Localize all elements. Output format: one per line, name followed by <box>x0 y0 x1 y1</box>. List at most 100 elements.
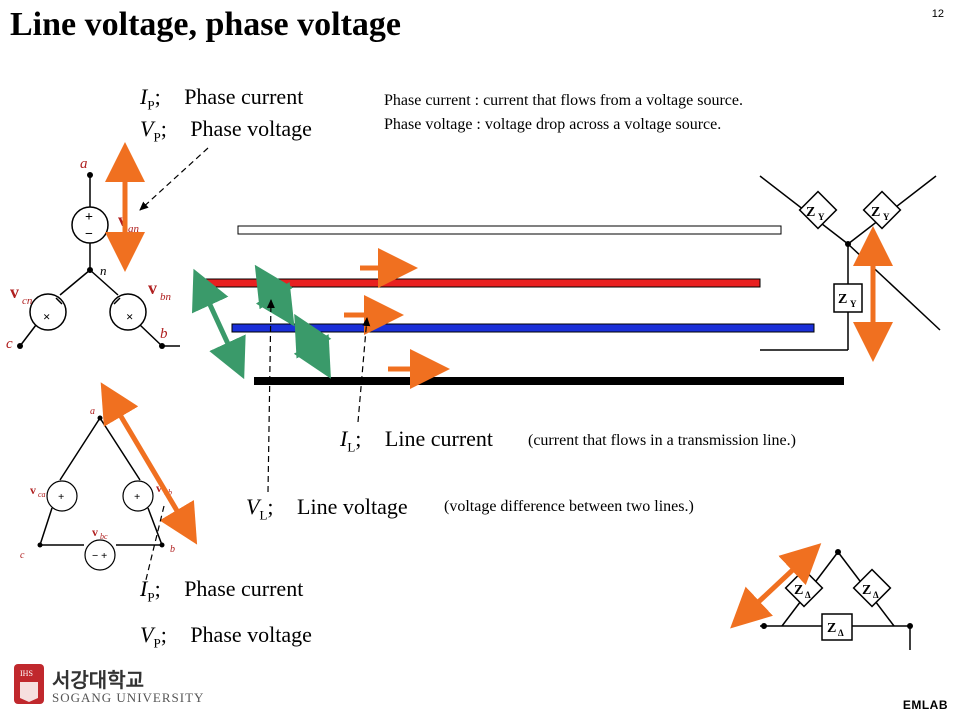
slide-title: Line voltage, phase voltage <box>10 6 401 43</box>
v-bc-sub: bc <box>100 532 108 541</box>
node-c-label: c <box>6 336 13 352</box>
svg-text:+: + <box>85 210 93 225</box>
vp-pointer-delta <box>141 505 165 597</box>
svg-text:+: + <box>134 491 140 503</box>
vp-arrow-delta-load <box>730 543 822 629</box>
ip-semicolon: ; <box>154 84 161 109</box>
svg-text:−: − <box>85 227 93 242</box>
wye-source: + − × × a n c b v an v bn v cn <box>6 156 180 352</box>
vl-sub: L <box>259 507 268 523</box>
svg-text:+: + <box>58 491 64 503</box>
ip-label: Phase current <box>184 84 304 109</box>
v-an-sub: an <box>128 223 140 235</box>
zd-label-2: Z <box>862 583 871 598</box>
v-bn-sub: bn <box>160 291 172 303</box>
footer-brand: EMLAB <box>902 698 948 712</box>
ip-sub-bottom: P <box>147 589 155 605</box>
delta-load: Z Δ Z Δ Z Δ <box>760 549 913 650</box>
zy-sub-3: Y <box>850 299 857 309</box>
vp-symbol-bottom: V <box>140 622 154 647</box>
logo-badge-text: IHS <box>20 669 33 678</box>
logo-english-text: SOGANG UNIVERSITY <box>52 690 205 705</box>
vp-sub-bottom: P <box>153 635 161 651</box>
zd-box-3 <box>821 613 853 641</box>
line-voltage-definition: (voltage difference between two lines.) <box>444 498 694 515</box>
phase-voltage-definition: Phase voltage : voltage drop across a vo… <box>384 116 722 133</box>
vp-arrow-delta <box>100 382 198 545</box>
v-bn-symbol: v <box>148 278 157 298</box>
phase-current-definition: Phase current : current that flows from … <box>384 92 743 109</box>
delta-source: + + − + a b c v ca v ab v bc <box>20 406 175 571</box>
svg-text:×: × <box>43 309 50 324</box>
zd-box-1 <box>784 568 824 608</box>
vl-pointer <box>266 299 275 493</box>
line-current-definition: (current that flows in a transmission li… <box>528 432 796 449</box>
delta-node-a-label: a <box>90 406 95 417</box>
source-ca-icon <box>46 480 78 512</box>
v-cn-symbol: v <box>10 282 19 302</box>
vp-symbol: V <box>140 116 154 141</box>
ip-symbol: I <box>140 84 148 109</box>
vp-label: Phase voltage <box>190 116 312 141</box>
vp-pointer <box>139 147 209 211</box>
vp-semicolon-bottom: ; <box>160 622 167 647</box>
zy-sub-1: Y <box>818 212 825 222</box>
vp-semicolon: ; <box>160 116 167 141</box>
delta-node-c-label: c <box>20 550 25 561</box>
zd-sub-3: Δ <box>838 628 844 638</box>
il-pointer <box>357 317 371 423</box>
vl-symbol: V <box>246 494 260 519</box>
source-bn-icon <box>109 293 147 331</box>
vp-label-bottom: Phase voltage <box>190 622 312 647</box>
line-c <box>254 377 844 385</box>
v-ca-symbol: v <box>30 483 36 497</box>
line-b <box>231 323 815 333</box>
il-symbol: I <box>340 426 348 451</box>
source-cn-icon <box>29 293 67 331</box>
logo-korean-text: 서강대학교 <box>52 668 144 692</box>
ip-semicolon-bottom: ; <box>154 576 161 601</box>
vl-equation: VL; Line voltage <box>246 494 408 523</box>
zd-label-1: Z <box>794 583 803 598</box>
ip-equation: IP; Phase current <box>140 84 303 113</box>
zy-label-3: Z <box>838 292 847 307</box>
zy-box-2 <box>862 190 902 230</box>
neutral-line <box>237 225 782 235</box>
svg-text:− +: − + <box>92 550 107 562</box>
zd-label-3: Z <box>827 621 836 636</box>
vl-label: Line voltage <box>297 494 408 519</box>
zy-box-1 <box>798 190 838 230</box>
vl-semicolon: ; <box>267 494 274 519</box>
il-sub: L <box>347 439 356 455</box>
svg-text:×: × <box>126 309 133 324</box>
node-n-label: n <box>100 263 107 278</box>
v-ca-sub: ca <box>38 490 46 499</box>
node-a-label: a <box>80 156 88 172</box>
line-voltage-arrow-ca <box>192 268 246 380</box>
ip-label-bottom: Phase current <box>184 576 304 601</box>
delta-node-b-label: b <box>170 544 175 555</box>
v-cn-sub: cn <box>22 295 33 307</box>
zd-box-2 <box>852 568 892 608</box>
zy-sub-2: Y <box>883 212 890 222</box>
vp-sub: P <box>153 129 161 145</box>
zd-sub-1: Δ <box>805 590 811 600</box>
il-label: Line current <box>384 426 494 451</box>
node-b-label: b <box>160 326 168 342</box>
il-semicolon: ; <box>355 426 362 451</box>
il-equation: IL; Line current <box>340 426 493 455</box>
zy-label-2: Z <box>871 205 880 220</box>
line-a <box>201 278 761 288</box>
vp-equation: VP; Phase voltage <box>140 116 312 145</box>
v-bc-symbol: v <box>92 525 98 539</box>
ip-sub: P <box>147 97 155 113</box>
university-logo: IHS <box>14 664 44 704</box>
page-number: 12 <box>931 8 944 20</box>
zd-sub-2: Δ <box>873 590 879 600</box>
line-voltage-arrow-bc <box>293 313 332 379</box>
source-bc-icon <box>84 539 116 571</box>
vp-equation-bottom: VP; Phase voltage <box>140 622 312 651</box>
line-voltage-arrow-ab <box>254 264 295 327</box>
zy-label-1: Z <box>806 205 815 220</box>
